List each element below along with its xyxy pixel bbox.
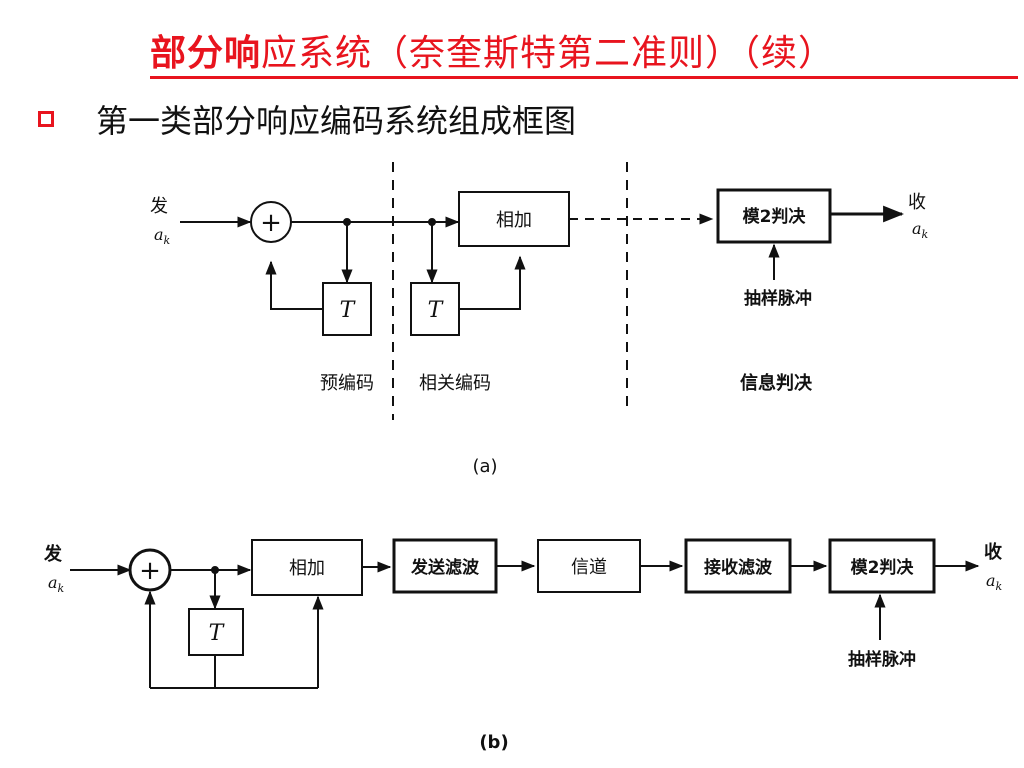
a-decision-label: 模2判决	[743, 206, 807, 227]
a-sum-symbol: +	[260, 208, 282, 238]
slide-title-rest: 应系统（奈奎斯特第二准则）（续）	[261, 33, 836, 74]
slide-title-bold: 部分响	[150, 33, 262, 74]
b-sum-symbol: +	[139, 556, 161, 586]
a-adder-label: 相加	[496, 210, 532, 231]
a-precode-feedback	[265, 260, 323, 310]
b-channel-label: 信道	[571, 557, 607, 578]
slide-title: 部分响应系统（奈奎斯特第二准则）（续）	[150, 24, 835, 76]
a-caption: (a)	[472, 456, 497, 477]
b-send-label: 发	[43, 543, 63, 565]
a-corr-feedback	[459, 255, 526, 310]
a-send-symbol: ak	[154, 225, 171, 247]
b-adder-label: 相加	[289, 558, 325, 579]
bullet-item: 第一类部分响应编码系统组成框图	[38, 96, 576, 142]
a-section-precode: 预编码	[320, 373, 374, 394]
a-section-decision: 信息判决	[740, 372, 813, 394]
a-section-corr: 相关编码	[419, 373, 491, 394]
bullet-square-icon	[38, 111, 54, 127]
b-rx-filter-label: 接收滤波	[704, 557, 773, 578]
b-tx-filter-label: 发送滤波	[410, 557, 480, 578]
a-delay-label-1: T	[340, 298, 357, 323]
a-recv-label: 收	[908, 192, 926, 213]
a-sampling-label: 抽样脉冲	[744, 288, 812, 309]
diagram-b	[70, 538, 980, 689]
b-caption: (b)	[479, 732, 508, 753]
b-recv-symbol: ak	[986, 571, 1003, 593]
a-send-label: 发	[150, 196, 168, 217]
b-send-symbol: ak	[48, 573, 65, 595]
a-delay-label-2: T	[428, 298, 445, 323]
title-underline	[150, 76, 1018, 79]
bullet-text: 第一类部分响应编码系统组成框图	[96, 102, 577, 140]
diagram-a	[180, 162, 905, 420]
b-sampling-label: 抽样脉冲	[848, 649, 916, 670]
b-recv-label: 收	[984, 541, 1002, 563]
b-decision-label: 模2判决	[851, 557, 915, 578]
b-delay-label: T	[209, 621, 226, 646]
a-decision-box	[716, 188, 832, 244]
a-recv-symbol: ak	[912, 219, 929, 241]
